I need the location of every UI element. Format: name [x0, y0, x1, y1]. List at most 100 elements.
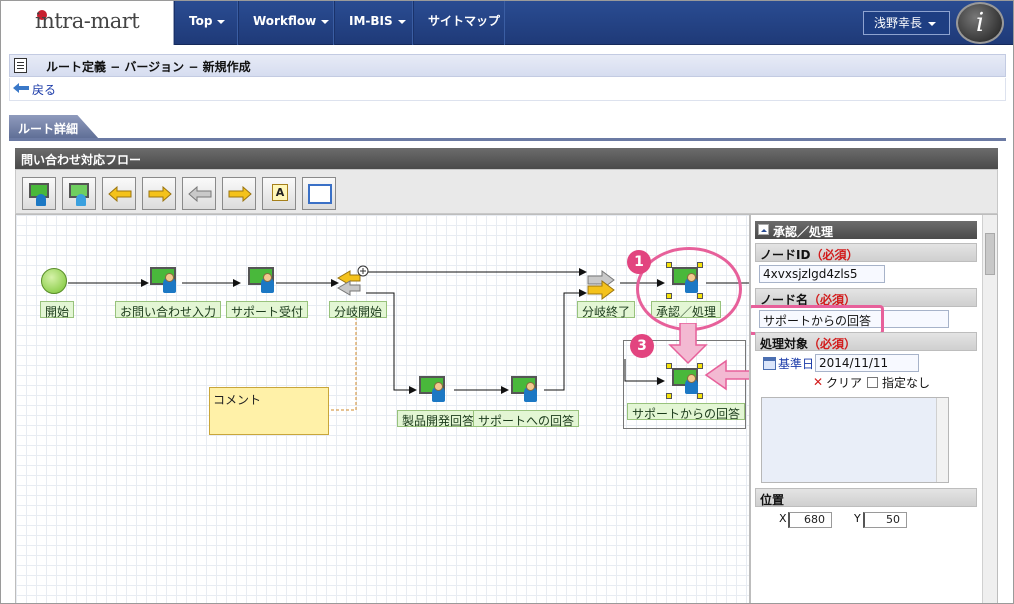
x-value: 680 — [804, 513, 825, 526]
chevron-down-icon — [217, 19, 226, 24]
back-row: 戻る — [9, 78, 1006, 101]
tab-route-detail[interactable]: ルート詳細 — [9, 115, 99, 139]
add-task-button[interactable] — [22, 177, 56, 210]
tab-divider — [9, 138, 1006, 141]
intra-mart-logo[interactable]: intra-mart — [1, 1, 174, 45]
flow-canvas[interactable]: 開始 お問い合わせ入力 サポート受付 分岐開始 製品開発回答 サポートへの回答 … — [15, 214, 750, 603]
nav-im-bis-label: IM-BIS — [349, 14, 393, 28]
task-node-icon[interactable] — [511, 376, 541, 406]
properties-scrollbar[interactable] — [982, 215, 997, 603]
node-branch-end-label[interactable]: 分岐終了 — [577, 301, 636, 319]
nav-top[interactable]: Top — [174, 1, 238, 45]
nav-sitemap[interactable]: サイトマップ — [413, 1, 505, 45]
calendar-icon[interactable] — [763, 357, 776, 370]
target-section: 処理対象（必須） — [755, 332, 977, 351]
clear-label[interactable]: クリア — [826, 376, 863, 390]
y-value: 50 — [886, 513, 900, 526]
annotation-arrow-left-icon — [704, 359, 749, 391]
back-link[interactable]: 戻る — [32, 83, 57, 97]
annotation-badge-3: 3 — [630, 334, 654, 358]
collapse-icon[interactable] — [758, 224, 769, 235]
node-branch-start-label[interactable]: 分岐開始 — [329, 301, 388, 319]
selection-handle[interactable] — [666, 363, 672, 369]
selection-handle[interactable] — [697, 363, 703, 369]
node-id-value: 4xvxsjzlgd4zls5 — [763, 267, 858, 281]
required-mark: （必須） — [808, 337, 857, 351]
user-menu-button[interactable]: 浅野幸長 — [863, 11, 950, 35]
add-group-button[interactable] — [302, 177, 336, 210]
node-id-label: ノードID — [760, 248, 811, 262]
back-arrow-icon — [13, 83, 29, 93]
task-node-icon[interactable] — [672, 368, 702, 398]
comment-box[interactable]: コメント — [209, 387, 329, 435]
nav-sitemap-label: サイトマップ — [428, 14, 501, 28]
clear-icon[interactable]: ✕ — [813, 375, 824, 389]
node-id-section: ノードID（必須） — [755, 243, 977, 262]
node-support-receive-label[interactable]: サポート受付 — [226, 301, 309, 319]
split-arrow-icon — [108, 186, 132, 202]
nav-im-bis[interactable]: IM-BIS — [334, 1, 413, 45]
node-start-label[interactable]: 開始 — [40, 301, 75, 319]
tab-route-detail-label: ルート詳細 — [18, 122, 79, 136]
textarea-scrollbar[interactable] — [936, 398, 948, 482]
add-approval-button[interactable] — [62, 177, 96, 210]
add-branch-end-button[interactable] — [222, 177, 256, 210]
base-date-value: 2014/11/11 — [819, 356, 889, 370]
chevron-down-icon — [928, 21, 937, 26]
node-id-field[interactable]: 4xvxsjzlgd4zls5 — [759, 265, 885, 283]
person-icon — [36, 194, 46, 206]
target-label: 処理対象 — [760, 337, 809, 351]
branch-end-icon — [587, 270, 615, 300]
scrollbar-thumb[interactable] — [985, 233, 995, 275]
annotation-highlight — [751, 305, 884, 335]
task-node-icon[interactable] — [248, 267, 278, 297]
logo-text: intra-mart — [35, 9, 140, 33]
annotation-badge-1: 1 — [627, 250, 651, 274]
selection-handle[interactable] — [697, 393, 703, 399]
node-name-value: サポートからの回答 — [763, 314, 872, 328]
required-mark: （必須） — [808, 293, 857, 307]
flow-panel-title: 問い合わせ対応フロー — [15, 148, 998, 169]
node-product-dev-answer-label[interactable]: 製品開発回答 — [397, 410, 480, 428]
text-comment-icon: A — [272, 184, 288, 201]
selection-handle[interactable] — [666, 393, 672, 399]
x-label: X — [779, 512, 787, 525]
comment-text: コメント — [213, 393, 262, 407]
annotation-circle — [636, 247, 742, 331]
node-inquiry-input-label[interactable]: お問い合わせ入力 — [115, 301, 222, 319]
nav-top-label: Top — [189, 14, 213, 28]
avatar-letter: i — [975, 8, 985, 38]
task-node-icon[interactable] — [150, 267, 180, 297]
add-comment-button[interactable]: A — [262, 177, 296, 210]
required-mark: （必須） — [810, 248, 859, 262]
node-name-label: ノード名 — [760, 293, 809, 307]
top-navigation: intra-mart Top Workflow IM-BIS サイトマップ 浅野… — [1, 1, 1013, 45]
x-position-field[interactable]: 680 — [788, 512, 832, 528]
position-section: 位置 — [755, 488, 977, 507]
node-answer-to-support-label[interactable]: サポートへの回答 — [473, 410, 580, 428]
task-node-icon[interactable] — [419, 376, 449, 406]
base-date-label: 基準日 — [778, 357, 815, 371]
avatar[interactable]: i — [956, 2, 1004, 44]
branch-start-icon — [337, 265, 369, 296]
node-name-field[interactable]: サポートからの回答 — [759, 310, 949, 328]
position-label: 位置 — [760, 493, 785, 507]
nav-workflow[interactable]: Workflow — [238, 1, 334, 45]
unspecified-checkbox[interactable] — [867, 377, 878, 388]
flow-toolbar: A — [15, 169, 998, 214]
chevron-down-icon — [397, 19, 406, 24]
base-date-field[interactable]: 2014/11/11 — [815, 354, 919, 372]
add-split-button[interactable] — [102, 177, 136, 210]
nav-workflow-label: Workflow — [253, 14, 317, 28]
person-icon — [76, 194, 86, 206]
properties-header: 承認／処理 — [755, 221, 977, 239]
start-node-icon[interactable] — [41, 268, 67, 294]
target-textarea[interactable] — [761, 397, 949, 483]
node-answer-from-support-label[interactable]: サポートからの回答 — [627, 403, 746, 421]
add-merge-button[interactable] — [142, 177, 176, 210]
add-branch-start-button[interactable] — [182, 177, 216, 210]
y-position-field[interactable]: 50 — [863, 512, 907, 528]
branch-start-icon — [188, 186, 212, 202]
unspecified-label: 指定なし — [882, 376, 931, 390]
